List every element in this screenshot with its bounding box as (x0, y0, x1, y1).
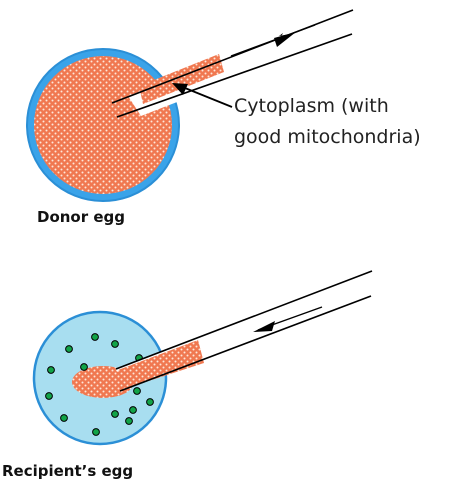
mitochondrion-dot (130, 407, 137, 414)
donor-egg-caption: Donor egg (37, 208, 125, 226)
annotation-cytoplasm-line2: good mitochondria) (234, 124, 421, 150)
recipient-pipette-upper-wall (116, 271, 372, 369)
mitochondrion-dot (92, 334, 99, 341)
mitochondrion-dot (134, 388, 141, 395)
annotation-cytoplasm-line1: Cytoplasm (with (234, 93, 389, 119)
recipient-egg-caption: Recipient’s egg (2, 462, 133, 480)
mitochondrion-dot (112, 411, 119, 418)
mitochondrion-dot (48, 367, 55, 374)
mitochondrion-dot (126, 418, 133, 425)
donor-egg-group (27, 49, 179, 201)
donor-egg-cytoplasm (34, 56, 172, 194)
mitochondrion-dot (46, 393, 53, 400)
mitochondrion-dot (61, 415, 68, 422)
mitochondrion-dot (66, 346, 73, 353)
mitochondrion-dot (93, 429, 100, 436)
mitochondrion-dot (112, 341, 119, 348)
mitochondrion-dot (81, 364, 88, 371)
mitochondrion-dot (147, 399, 154, 406)
donor-pipette-upper-wall (112, 10, 353, 103)
